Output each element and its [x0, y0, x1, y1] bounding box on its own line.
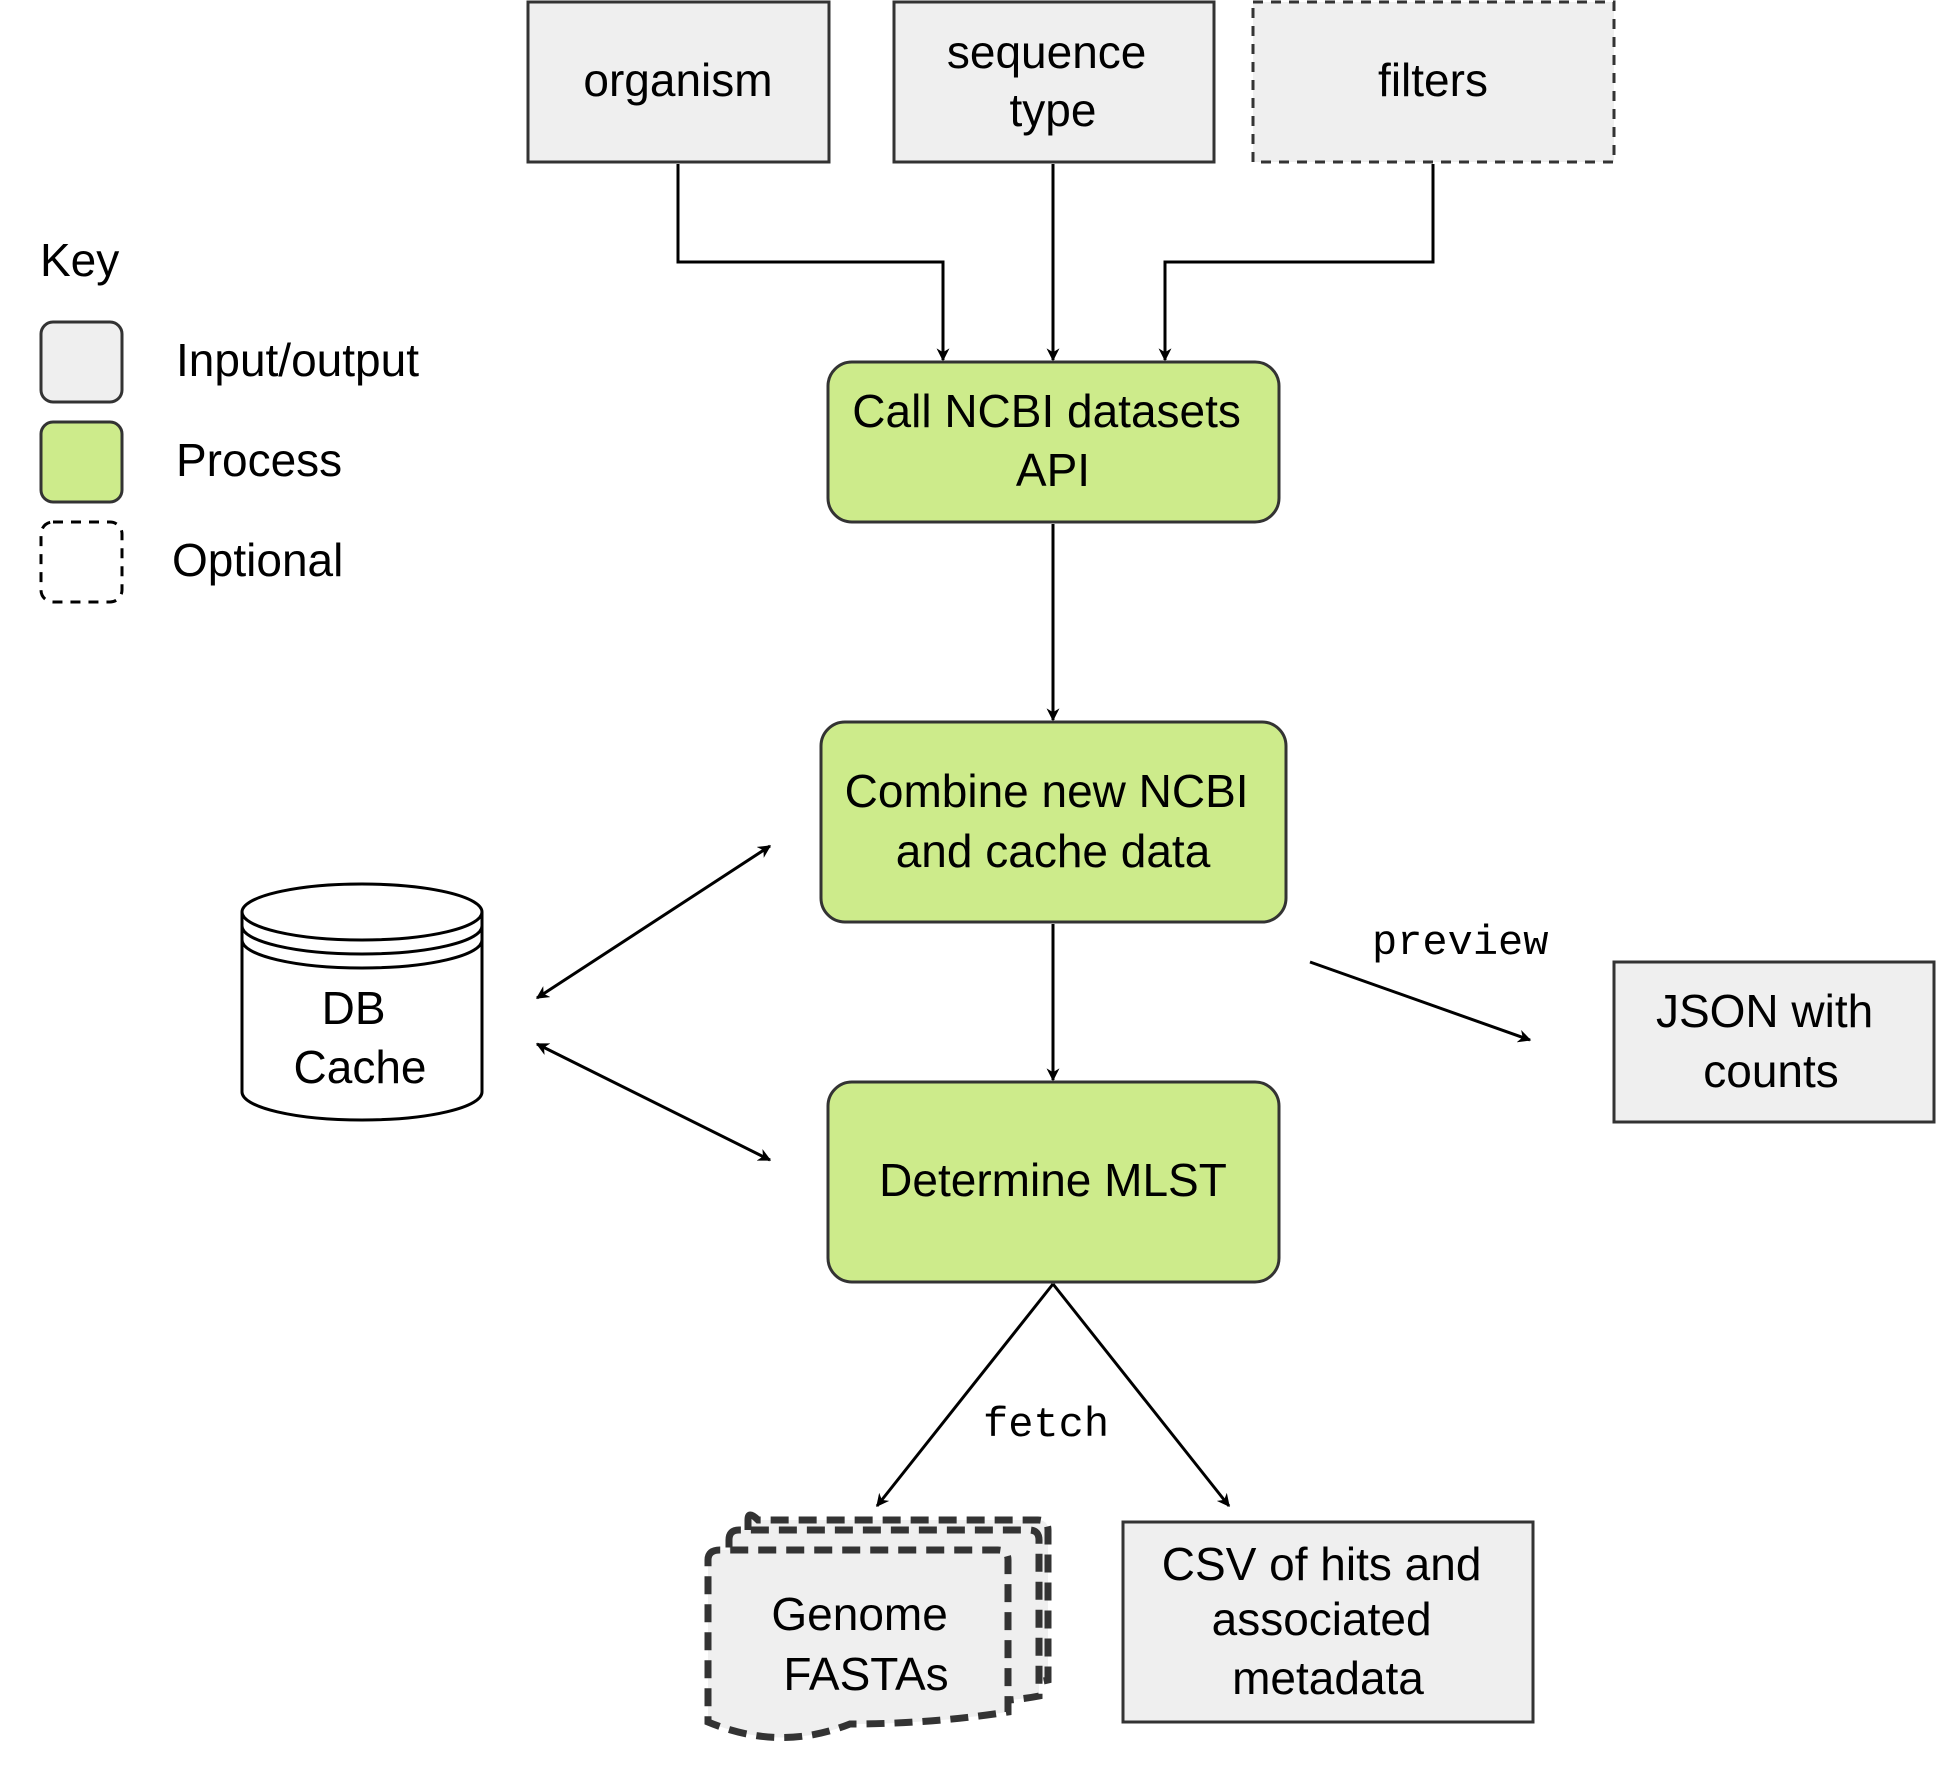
node-combine-cache-box [819, 720, 1288, 924]
legend-label-optional: Optional [172, 534, 343, 586]
edge-cache-combine-bidirectional [535, 844, 772, 1000]
edge-filters-to-api [1158, 164, 1435, 362]
node-sequence-type-box [892, 0, 1216, 164]
node-organism: organism [526, 0, 831, 164]
db-cache-cylinder-ring-2 [240, 939, 484, 970]
node-db-cache: DB Cache [240, 882, 484, 1122]
edge-organism-to-api [676, 164, 950, 362]
node-combine-cache: Combine new NCBI and cache data [819, 720, 1288, 924]
node-call-ncbi-api-label: Call NCBI datasets API [852, 385, 1253, 496]
node-genome-fastas: Genome FASTAs [704, 1511, 1052, 1741]
node-csv-hits: CSV of hits and associated metadata [1121, 1520, 1535, 1724]
genome-fastas-label: Genome FASTAs [771, 1588, 960, 1700]
legend-label-process: Process [176, 434, 342, 486]
node-csv-hits-label: CSV of hits and associated metadata [1162, 1538, 1494, 1704]
edge-mlst-to-csv [1051, 1283, 1231, 1508]
node-json-counts-box [1612, 960, 1936, 1124]
node-call-ncbi-api: Call NCBI datasets API [826, 360, 1281, 524]
node-filters-optional: filters [1251, 0, 1616, 164]
legend-label-input-output: Input/output [176, 334, 419, 386]
edge-combine-to-json-preview [1309, 960, 1532, 1043]
edge-cache-mlst-bidirectional [535, 1042, 772, 1162]
node-organism-label: organism [583, 54, 772, 106]
node-json-counts-label: JSON with counts [1656, 985, 1886, 1097]
db-cache-label: DB Cache [294, 982, 427, 1093]
db-cache-cylinder-ring-1 [240, 925, 484, 956]
node-combine-cache-label: Combine new NCBI and cache data [845, 765, 1262, 877]
db-cache-cylinder-top [240, 882, 484, 942]
node-csv-hits-box [1121, 1520, 1535, 1724]
node-filters-label: filters [1378, 54, 1488, 106]
edge-label-fetch: fetch [983, 1401, 1109, 1449]
node-json-counts: JSON with counts [1612, 960, 1936, 1124]
edges: preview fetch [535, 164, 1548, 1508]
legend-swatch-process [39, 420, 124, 504]
edge-label-preview: preview [1372, 919, 1548, 967]
node-organism-box [526, 0, 831, 164]
genome-fastas-page-front [704, 1546, 1012, 1741]
edge-mlst-to-fastas [875, 1283, 1055, 1508]
node-filters-box [1251, 0, 1616, 164]
legend-swatch-input-output [39, 320, 124, 404]
node-determine-mlst: Determine MLST [826, 1080, 1281, 1284]
legend-swatch-optional [39, 520, 124, 604]
legend: Key Input/output Process Optional [39, 234, 419, 604]
node-call-ncbi-api-box [826, 360, 1281, 524]
legend-title: Key [40, 234, 119, 286]
node-determine-mlst-label: Determine MLST [879, 1154, 1227, 1206]
node-sequence-type-label: sequence type [947, 26, 1159, 136]
node-determine-mlst-box [826, 1080, 1281, 1284]
node-sequence-type: sequence type [892, 0, 1216, 164]
